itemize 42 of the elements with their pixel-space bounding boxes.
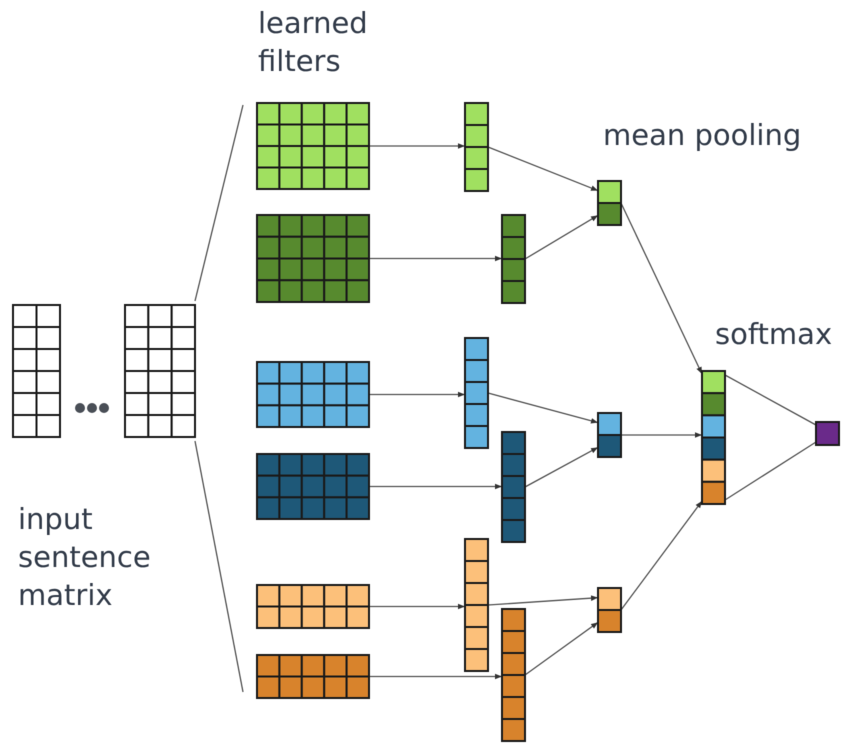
arrow [369, 604, 465, 610]
arrow [620, 500, 703, 610]
filter-matrix [257, 585, 369, 628]
connector-line [724, 441, 816, 501]
filter-matrix [257, 655, 369, 698]
arrow [488, 392, 598, 424]
feature-map [465, 539, 488, 671]
pooled-vector [598, 181, 621, 225]
filter-matrix [257, 454, 369, 519]
arrow [369, 484, 502, 490]
arrow [369, 256, 502, 262]
arrow [524, 214, 598, 260]
heading-label: learned filters [258, 5, 369, 80]
pooled-vector [598, 413, 621, 457]
arrow [369, 392, 465, 398]
arrow [488, 595, 598, 606]
arrow [524, 446, 598, 488]
feature-map [502, 215, 525, 303]
filter-matrix [257, 215, 369, 302]
output-cell [816, 422, 839, 445]
feature-map [502, 609, 525, 741]
arrow [488, 146, 598, 192]
filter-matrix [257, 362, 369, 427]
concatenated-vector [702, 371, 725, 504]
heading-label: mean pooling [603, 117, 802, 154]
heading-label: input sentence matrix [18, 501, 152, 614]
arrow [620, 202, 703, 374]
pooled-vector [598, 588, 621, 632]
input-matrix [13, 305, 60, 437]
connector-line [724, 374, 816, 426]
arrow [621, 432, 702, 438]
filter-matrix [257, 103, 369, 189]
arrow [524, 622, 598, 676]
feature-map [465, 338, 488, 448]
connector-line [194, 440, 244, 692]
feature-map [465, 103, 488, 191]
input-matrix [125, 305, 195, 437]
connector-line [194, 104, 244, 302]
arrow [369, 674, 502, 680]
feature-map [502, 432, 525, 542]
arrow [369, 143, 465, 149]
heading-label: softmax [715, 316, 834, 353]
